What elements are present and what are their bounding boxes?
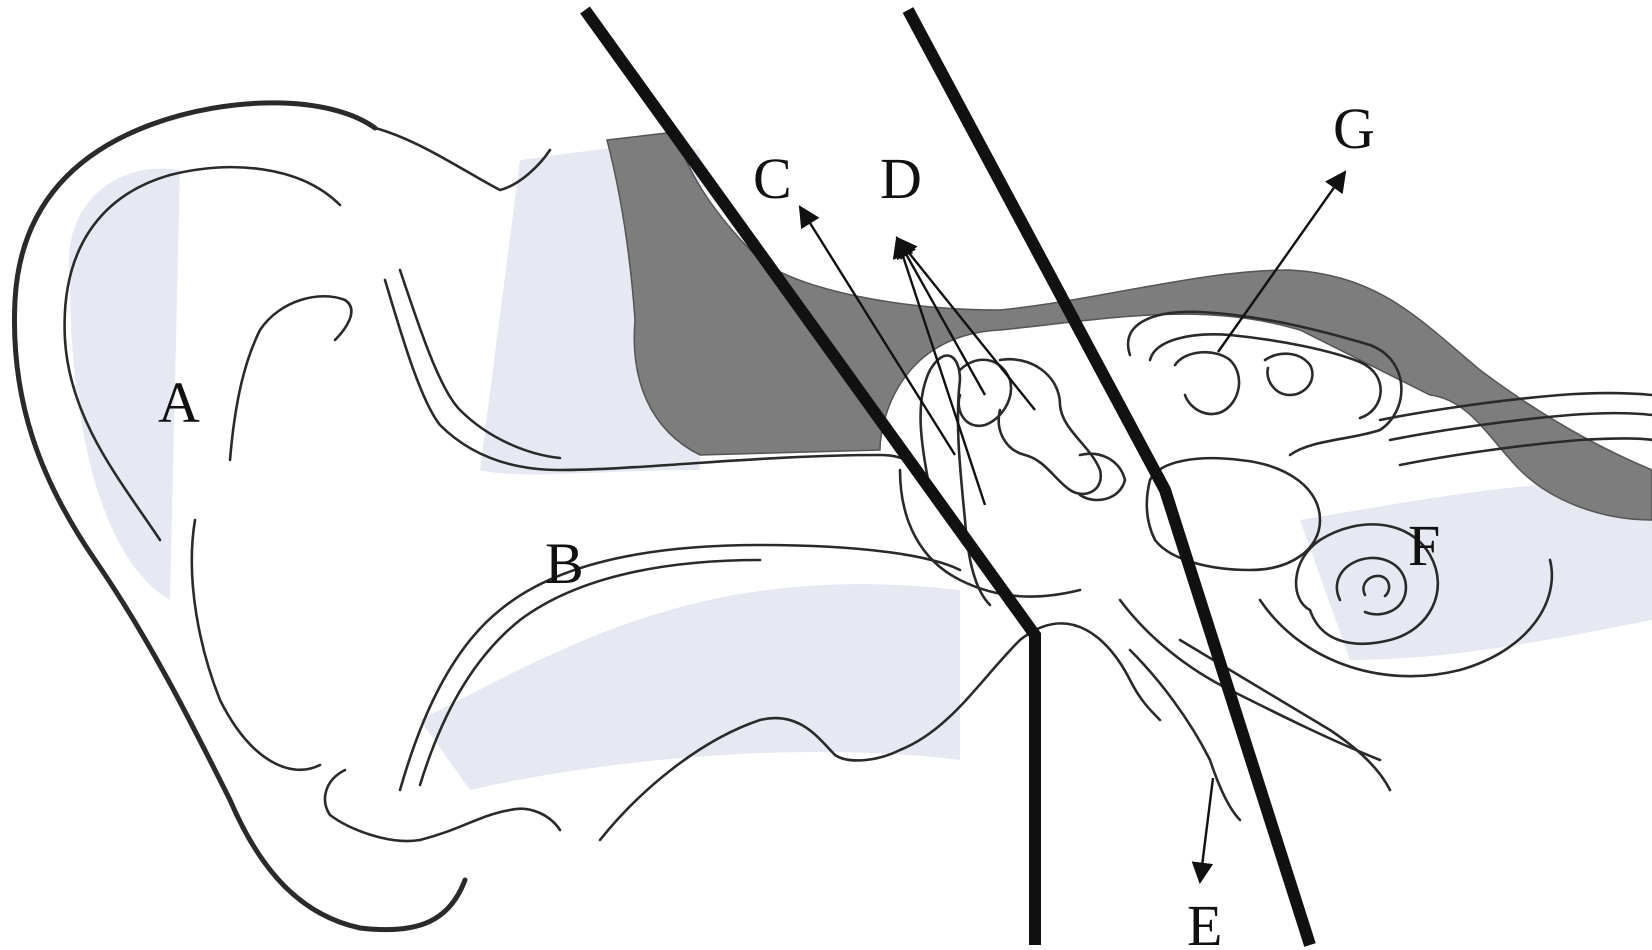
label-e: E xyxy=(1187,893,1222,950)
label-a: A xyxy=(158,370,200,435)
tragus xyxy=(325,770,420,841)
middle-inner-boundary xyxy=(908,10,1310,945)
label-b: B xyxy=(545,531,584,596)
concha-rim xyxy=(192,520,320,770)
letter-labels: A B C D E F G xyxy=(158,96,1440,950)
antihelix xyxy=(230,296,351,460)
pointer-e xyxy=(1200,778,1213,882)
background-shading xyxy=(69,146,1652,790)
middle-ear xyxy=(900,356,1125,605)
label-g: G xyxy=(1333,96,1375,161)
semicircular-canal-loop-b xyxy=(1265,354,1312,395)
earlobe-edge xyxy=(420,809,560,840)
label-d: D xyxy=(880,146,922,211)
incus xyxy=(999,359,1101,494)
label-f: F xyxy=(1408,513,1440,578)
semicircular-canal-loop-a xyxy=(1175,352,1239,414)
label-c: C xyxy=(753,146,792,211)
